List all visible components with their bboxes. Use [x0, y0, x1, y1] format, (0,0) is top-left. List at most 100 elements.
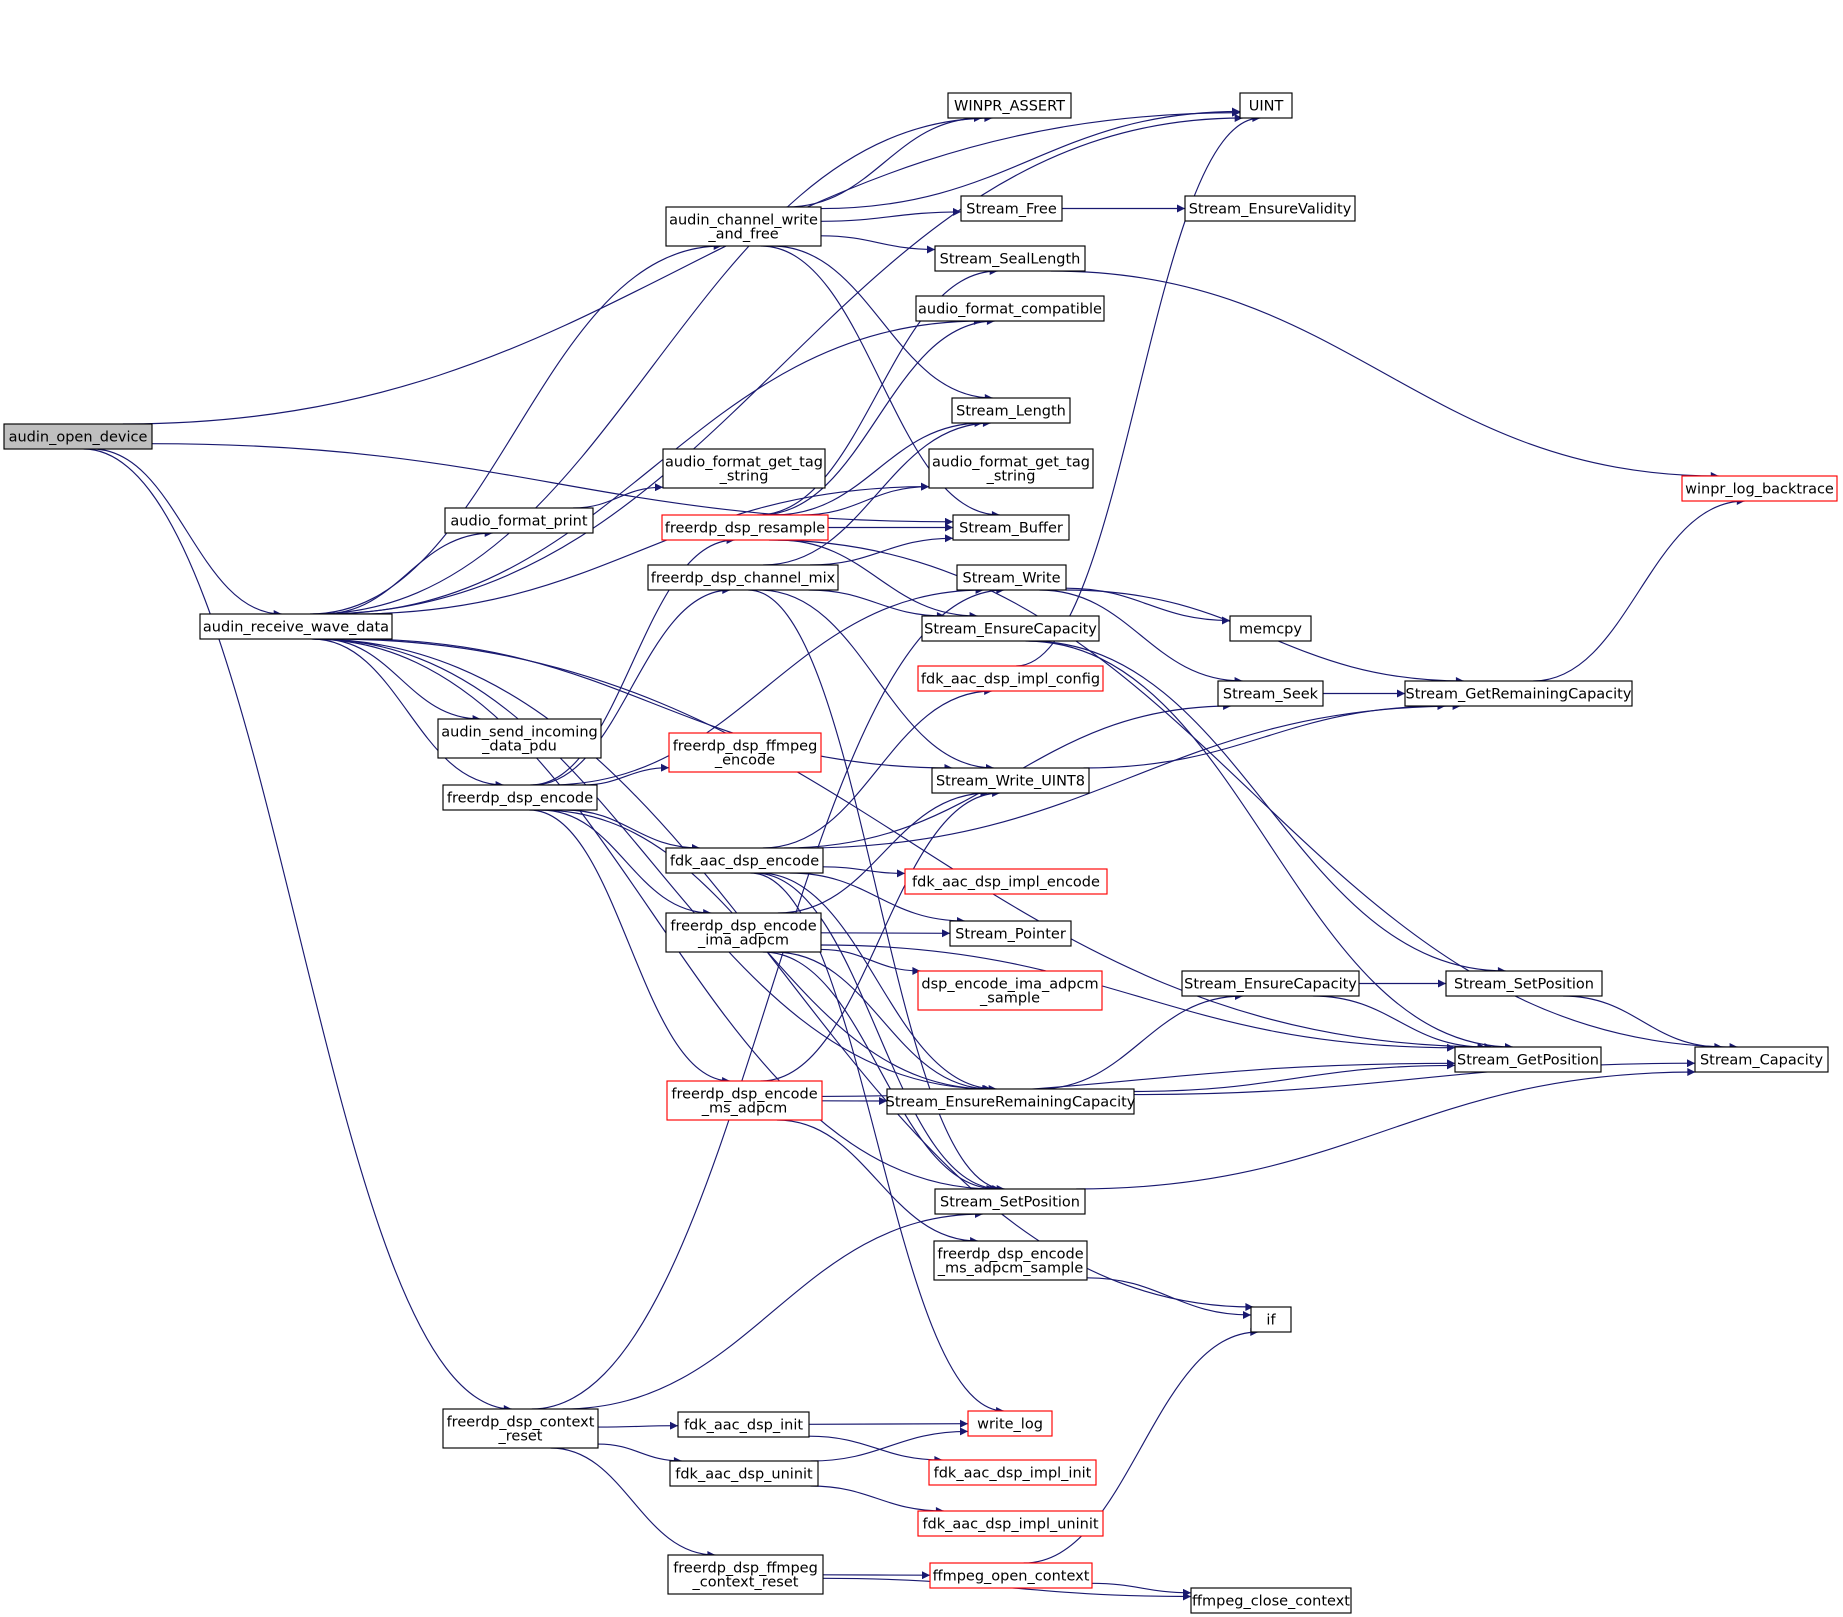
node-box: [199, 613, 393, 640]
node-box: [934, 1188, 1086, 1215]
node-fdk_aac_dsp_impl_encode[interactable]: fdk_aac_dsp_impl_encode: [904, 868, 1108, 895]
edge-freerdp_dsp_channel_mix-to-Stream_Buffer: [809, 534, 954, 566]
node-label: _string: [719, 469, 769, 485]
node-box: [669, 1460, 819, 1487]
node-Stream_SetPosition_2[interactable]: Stream_SetPosition: [934, 1188, 1086, 1215]
node-WINPR_ASSERT[interactable]: WINPR_ASSERT: [947, 92, 1072, 119]
node-label: freerdp_dsp_channel_mix: [651, 571, 836, 587]
node-Stream_Pointer[interactable]: Stream_Pointer: [949, 920, 1072, 947]
edge-audin_receive_wave_data-to-audin_send_incoming_data_pdu: [320, 638, 481, 723]
node-audin_channel_write_and_free[interactable]: audin_channel_write_and_free: [665, 206, 822, 247]
edge-fdk_aac_dsp_encode-to-Stream_SetPosition_2: [754, 872, 1001, 1193]
node-label: audin_send_incoming: [441, 725, 597, 741]
node-freerdp_dsp_encode_ima_adpcm[interactable]: freerdp_dsp_encode_ima_adpcm: [665, 912, 822, 953]
node-label: Stream_Capacity: [1700, 1053, 1823, 1069]
node-Stream_Seek[interactable]: Stream_Seek: [1217, 680, 1324, 707]
node-audio_format_get_tag_string_1[interactable]: audio_format_get_tag_string: [662, 448, 826, 489]
node-fdk_aac_dsp_encode[interactable]: fdk_aac_dsp_encode: [665, 847, 824, 874]
node-box: [661, 514, 829, 541]
node-if[interactable]: if: [1250, 1306, 1292, 1333]
edge-fdk_aac_dsp_encode-to-Stream_Pointer: [789, 872, 966, 925]
edge-freerdp_dsp_channel_mix-to-Stream_SetPosition_2: [748, 589, 1005, 1193]
node-box: [967, 1410, 1053, 1437]
node-fdk_aac_dsp_impl_uninit[interactable]: fdk_aac_dsp_impl_uninit: [917, 1510, 1104, 1537]
node-write_log[interactable]: write_log: [967, 1410, 1053, 1437]
edge-audin_channel_write_and_free-to-WINPR_ASSERT: [786, 114, 983, 208]
node-freerdp_dsp_encode_ms_adpcm_sample[interactable]: freerdp_dsp_encode_ms_adpcm_sample: [933, 1240, 1088, 1281]
node-label: ffmpeg_open_context: [933, 1569, 1090, 1585]
node-label: Stream_GetPosition: [1457, 1053, 1599, 1069]
edge-audin_channel_write_and_free-to-Stream_Free: [820, 207, 962, 222]
node-UINT[interactable]: UINT: [1239, 92, 1293, 119]
node-Stream_EnsureRemainingCapacity[interactable]: Stream_EnsureRemainingCapacity: [886, 1088, 1136, 1115]
edge-freerdp_dsp_context_reset-to-fdk_aac_dsp_uninit: [597, 1443, 682, 1465]
node-Stream_EnsureCapacity_2[interactable]: Stream_EnsureCapacity: [1181, 970, 1360, 997]
node-fdk_aac_dsp_uninit[interactable]: fdk_aac_dsp_uninit: [669, 1460, 819, 1487]
node-label: audio_format_get_tag: [665, 455, 823, 471]
node-box: [1404, 680, 1633, 707]
node-label: _ms_adpcm: [701, 1101, 788, 1117]
node-audio_format_get_tag_string_2[interactable]: audio_format_get_tag_string: [928, 448, 1094, 489]
edge-fdk_aac_dsp_uninit-to-write_log: [810, 1427, 969, 1462]
node-label: Stream_Seek: [1223, 687, 1319, 703]
node-freerdp_dsp_ffmpeg_encode[interactable]: freerdp_dsp_ffmpeg_encode: [668, 732, 822, 773]
edge-audin_receive_wave_data-to-Stream_EnsureRemainingCapacity: [314, 638, 992, 1093]
edge-freerdp_dsp_encode_ms_adpcm_sample-to-if: [1086, 1277, 1252, 1319]
node-ffmpeg_open_context[interactable]: ffmpeg_open_context: [929, 1562, 1093, 1589]
node-freerdp_dsp_resample[interactable]: freerdp_dsp_resample: [661, 514, 829, 541]
node-memcpy[interactable]: memcpy: [1229, 615, 1312, 642]
node-winpr_log_backtrace[interactable]: winpr_log_backtrace: [1681, 475, 1838, 502]
node-Stream_EnsureCapacity_1[interactable]: Stream_EnsureCapacity: [921, 615, 1100, 642]
node-label: audio_format_print: [450, 514, 587, 530]
node-label: Stream_Pointer: [955, 927, 1066, 943]
node-audio_format_print[interactable]: audio_format_print: [444, 507, 594, 534]
node-label: freerdp_dsp_resample: [665, 521, 826, 537]
edge-freerdp_dsp_resample-to-Stream_Capacity: [768, 539, 1738, 1051]
node-Stream_SealLength[interactable]: Stream_SealLength: [934, 245, 1086, 272]
edge-audin_receive_wave_data-to-Stream_SetPosition_2: [311, 638, 995, 1193]
node-label: dsp_encode_ima_adpcm: [921, 977, 1098, 993]
node-freerdp_dsp_ffmpeg_context_reset[interactable]: freerdp_dsp_ffmpeg_context_reset: [667, 1554, 824, 1595]
node-label: freerdp_dsp_encode: [670, 919, 816, 935]
node-Stream_Free[interactable]: Stream_Free: [960, 195, 1063, 222]
node-box: [886, 1088, 1135, 1115]
node-Stream_Length[interactable]: Stream_Length: [951, 397, 1071, 424]
edge-fdk_aac_dsp_init-to-write_log: [808, 1419, 969, 1428]
node-box: [928, 448, 1094, 489]
node-box: [928, 1459, 1097, 1486]
node-fdk_aac_dsp_impl_init[interactable]: fdk_aac_dsp_impl_init: [928, 1459, 1097, 1486]
node-fdk_aac_dsp_impl_config[interactable]: fdk_aac_dsp_impl_config: [917, 665, 1104, 692]
node-freerdp_dsp_encode_ms_adpcm[interactable]: freerdp_dsp_encode_ms_adpcm: [666, 1080, 823, 1121]
node-audin_receive_wave_data[interactable]: audin_receive_wave_data: [199, 613, 393, 640]
node-dsp_encode_ima_adpcm_sample[interactable]: dsp_encode_ima_adpcm_sample: [917, 970, 1103, 1011]
node-label: Stream_SetPosition: [1454, 977, 1594, 993]
node-label: UINT: [1249, 99, 1284, 115]
node-label: audin_channel_write: [669, 213, 818, 229]
edge-freerdp_dsp_channel_mix-to-Stream_Length: [763, 419, 991, 566]
node-label: fdk_aac_dsp_impl_uninit: [922, 1517, 1098, 1533]
node-Stream_GetRemainingCapacity[interactable]: Stream_GetRemainingCapacity: [1404, 680, 1633, 707]
node-box: [951, 397, 1071, 424]
node-Stream_GetPosition[interactable]: Stream_GetPosition: [1454, 1046, 1602, 1073]
node-Stream_Capacity[interactable]: Stream_Capacity: [1694, 1046, 1829, 1073]
edge-fdk_aac_dsp_uninit-to-fdk_aac_dsp_impl_uninit: [810, 1485, 944, 1515]
node-label: Stream_EnsureRemainingCapacity: [886, 1095, 1136, 1111]
edge-freerdp_dsp_encode_ima_adpcm-to-dsp_encode_ima_adpcm_sample: [820, 948, 921, 975]
node-freerdp_dsp_context_reset[interactable]: freerdp_dsp_context_reset: [442, 1408, 599, 1449]
node-Stream_SetPosition_1[interactable]: Stream_SetPosition: [1445, 970, 1603, 997]
node-Stream_Write_UINT8[interactable]: Stream_Write_UINT8: [931, 767, 1090, 794]
node-audin_open_device[interactable]: audin_open_device: [3, 423, 153, 450]
edge-freerdp_dsp_encode-to-fdk_aac_dsp_encode: [564, 809, 701, 852]
node-Stream_Buffer[interactable]: Stream_Buffer: [952, 514, 1070, 541]
node-ffmpeg_close_context[interactable]: ffmpeg_close_context: [1190, 1587, 1352, 1614]
node-fdk_aac_dsp_init[interactable]: fdk_aac_dsp_init: [677, 1411, 810, 1438]
node-Stream_EnsureValidity[interactable]: Stream_EnsureValidity: [1184, 195, 1356, 222]
edge-freerdp_dsp_context_reset-to-Stream_Write: [531, 586, 1005, 1410]
node-label: Stream_EnsureCapacity: [1184, 977, 1357, 993]
node-audio_format_compatible[interactable]: audio_format_compatible: [915, 295, 1105, 322]
node-audin_send_incoming_data_pdu[interactable]: audin_send_incoming_data_pdu: [437, 718, 602, 759]
node-freerdp_dsp_channel_mix[interactable]: freerdp_dsp_channel_mix: [647, 564, 839, 591]
node-Stream_Write[interactable]: Stream_Write: [956, 564, 1067, 591]
node-freerdp_dsp_encode[interactable]: freerdp_dsp_encode: [442, 784, 598, 811]
